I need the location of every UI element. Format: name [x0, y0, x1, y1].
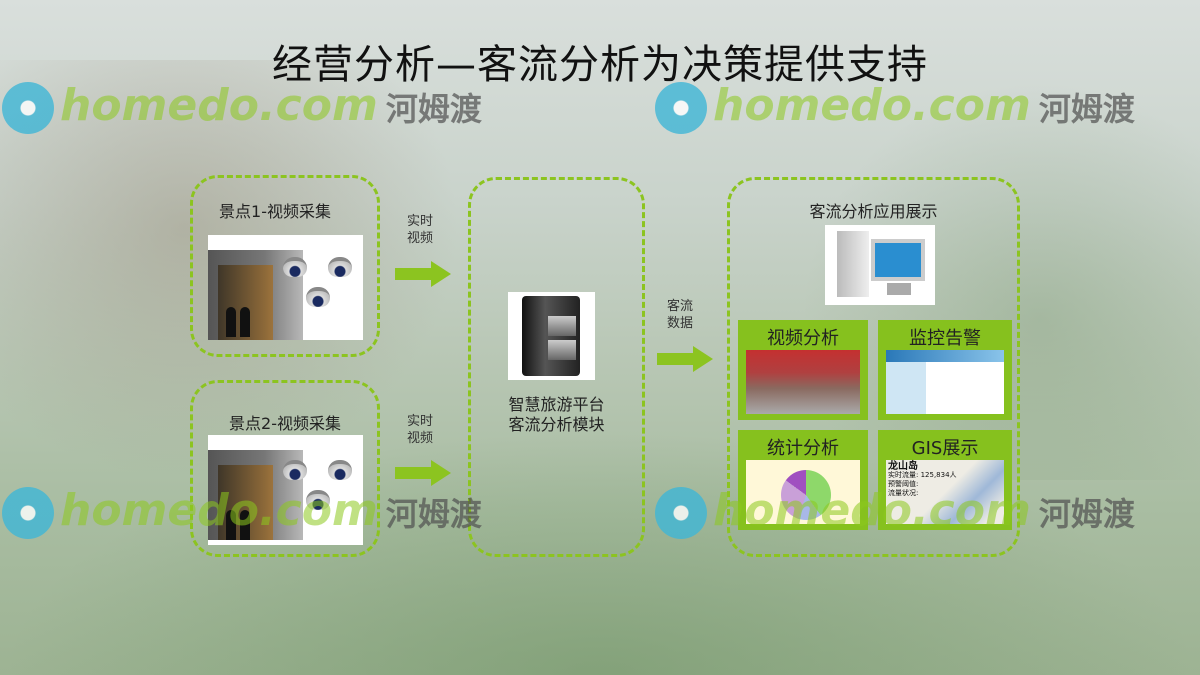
monitor-screenshot: [886, 350, 1004, 414]
pie-chart-image: [746, 460, 860, 524]
source2-label: 景点2-视频采集: [229, 414, 341, 433]
tile-label: 统计分析: [767, 438, 839, 459]
slide-title: 经营分析—客流分析为决策提供支持: [272, 42, 928, 88]
gis-place: 龙山岛: [888, 461, 918, 472]
server-icon: [508, 292, 595, 380]
gis-status: 流量状况:: [888, 489, 919, 497]
camera-icon: [306, 287, 330, 307]
platform-label-line2: 客流分析模块: [508, 415, 605, 434]
tile-statistics[interactable]: 统计分析: [738, 430, 868, 530]
tile-gis[interactable]: GIS展示 龙山岛 实时流量: 125,834人 预警阈值: 流量状况:: [878, 430, 1012, 530]
camera-icon: [328, 257, 352, 277]
source1-group: [190, 175, 380, 357]
camera-scene-image-1: [208, 235, 363, 340]
arrow2-label-line1: 实时: [406, 414, 433, 429]
display-group: [727, 177, 1020, 557]
platform-group: [468, 177, 645, 557]
arrow-right-icon: [395, 460, 451, 486]
arrow3-label-line1: 客流: [666, 299, 693, 314]
tile-monitor-alarm[interactable]: 监控告警: [878, 320, 1012, 420]
arrow1-label-line1: 实时: [406, 214, 433, 229]
person-icon: [226, 307, 236, 337]
display-title: 客流分析应用展示: [809, 202, 938, 221]
camera-icon: [283, 257, 307, 277]
source2-group: [190, 380, 380, 557]
camera-icon: [306, 490, 330, 510]
tile-label: 视频分析: [767, 328, 839, 349]
platform-label-line1: 智慧旅游平台: [508, 395, 605, 414]
camera-icon: [283, 460, 307, 480]
crowd-image: [746, 350, 860, 414]
gis-flow: 实时流量: 125,834人: [888, 471, 957, 479]
person-icon: [226, 510, 236, 540]
arrow1-label-line2: 视频: [406, 231, 433, 246]
arrow-right-icon: [657, 346, 713, 372]
tile-label: 监控告警: [909, 328, 981, 349]
computer-icon: [825, 225, 935, 305]
tile-video-analysis[interactable]: 视频分析: [738, 320, 868, 420]
person-icon: [240, 510, 250, 540]
tile-label: GIS展示: [911, 438, 979, 459]
gis-threshold: 预警阈值:: [888, 480, 919, 488]
arrow3-label-line2: 数据: [666, 316, 693, 331]
camera-scene-image-2: [208, 435, 363, 545]
person-icon: [240, 307, 250, 337]
source1-label: 景点1-视频采集: [219, 202, 331, 221]
gis-map: 龙山岛 实时流量: 125,834人 预警阈值: 流量状况:: [886, 460, 1004, 524]
camera-icon: [328, 460, 352, 480]
arrow2-label-line2: 视频: [406, 431, 433, 446]
arrow-right-icon: [395, 261, 451, 287]
